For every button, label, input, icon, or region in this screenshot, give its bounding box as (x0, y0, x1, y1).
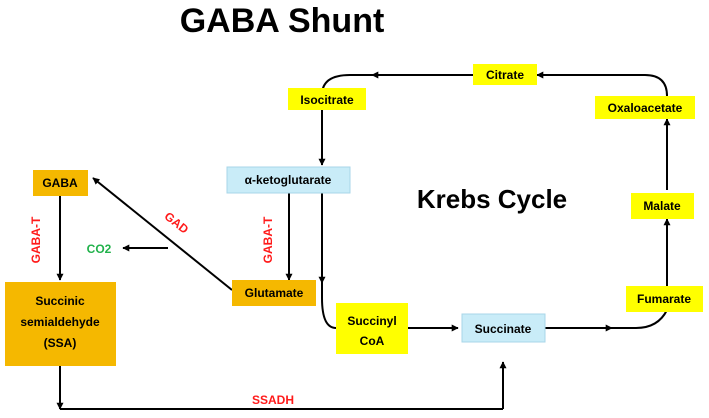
svg-text:Succinic: Succinic (35, 294, 85, 308)
svg-text:(SSA): (SSA) (44, 336, 77, 350)
svg-text:GABA: GABA (42, 176, 78, 190)
connector-bottom-right-corner (612, 309, 668, 329)
node-malate: Malate (631, 193, 694, 219)
node-alpha-ketoglutarate: α-ketoglutarate (226, 166, 351, 194)
connector-top-right-corner (644, 74, 668, 97)
node-citrate: Citrate (473, 64, 537, 85)
svg-text:Succinate: Succinate (475, 322, 532, 336)
label-gad: GAD (162, 209, 192, 237)
svg-text:semialdehyde: semialdehyde (20, 315, 100, 329)
arrow-glutamate-to-gaba (92, 177, 233, 291)
svg-text:Glutamate: Glutamate (245, 286, 304, 300)
node-succinate: Succinate (461, 313, 546, 343)
diagram-title: GABA Shunt (180, 2, 385, 40)
label-gaba-t-left: GABA-T (29, 216, 43, 263)
node-oxaloacetate: Oxaloacetate (595, 96, 695, 119)
svg-text:α-ketoglutarate: α-ketoglutarate (245, 173, 332, 187)
svg-text:Fumarate: Fumarate (637, 292, 691, 306)
node-isocitrate: Isocitrate (288, 88, 366, 110)
node-gaba: GABA (33, 170, 88, 196)
label-gaba-t-middle: GABA-T (261, 216, 275, 263)
node-succinic-semialdehyde: Succinic semialdehyde (SSA) (5, 282, 116, 366)
krebs-cycle-label: Krebs Cycle (417, 184, 567, 214)
node-glutamate: Glutamate (232, 280, 316, 306)
label-co2: CO2 (87, 242, 112, 256)
connector-akg-to-succinylcoa (321, 283, 337, 329)
node-succinyl-coa: Succinyl CoA (336, 303, 408, 354)
label-ssadh: SSADH (252, 393, 294, 407)
svg-text:Isocitrate: Isocitrate (300, 93, 354, 107)
node-fumarate: Fumarate (626, 286, 703, 312)
svg-text:Succinyl: Succinyl (347, 314, 396, 328)
svg-text:Citrate: Citrate (486, 68, 524, 82)
svg-text:Oxaloacetate: Oxaloacetate (608, 101, 683, 115)
svg-text:Malate: Malate (643, 199, 681, 213)
svg-text:CoA: CoA (360, 334, 385, 348)
